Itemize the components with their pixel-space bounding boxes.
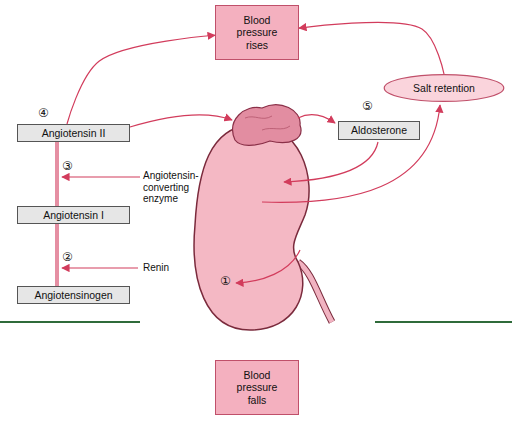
arrow xyxy=(62,176,140,177)
callout-number: ① xyxy=(220,275,240,289)
arrow xyxy=(236,250,300,283)
hormone-box: Angiotensin I xyxy=(17,206,130,224)
callout-number: ⑤ xyxy=(362,100,382,114)
adrenal-gland xyxy=(233,105,301,146)
node-text: Blood pressure rises xyxy=(231,14,283,50)
pathway-bar xyxy=(55,142,59,206)
ureter xyxy=(298,262,332,322)
trigger-box: Blood pressure falls xyxy=(215,360,299,415)
pathway-bar xyxy=(55,224,59,286)
node-text: Blood pressure falls xyxy=(231,369,283,405)
arrow-connector xyxy=(299,22,444,74)
rule-line xyxy=(0,321,140,323)
arrow xyxy=(130,115,232,127)
node-text: Angiotensin II xyxy=(42,127,106,139)
hormone-box: Angiotensinogen xyxy=(17,286,130,304)
node-text: Angiotensin I xyxy=(43,209,104,221)
node-text: Aldosterone xyxy=(351,124,407,136)
kidney xyxy=(194,125,309,330)
enzyme-label: Angiotensin-converting enzyme xyxy=(143,170,215,205)
callout-number: ④ xyxy=(38,107,58,121)
outcome-box: Blood pressure rises xyxy=(215,5,299,60)
ureter xyxy=(298,262,332,322)
adrenal-texture xyxy=(245,116,290,130)
hormone-box: Aldosterone xyxy=(338,121,420,140)
arrow xyxy=(62,267,138,268)
effect-ellipse: Salt retention xyxy=(383,74,505,102)
arrow xyxy=(298,115,335,123)
callout-number: ③ xyxy=(62,160,82,174)
arrow xyxy=(284,142,378,182)
hormone-box: Angiotensin II xyxy=(17,124,130,142)
arrow xyxy=(262,105,440,202)
arrow-connector xyxy=(67,35,215,124)
node-text: Salt retention xyxy=(413,82,475,94)
callout-number: ② xyxy=(62,251,82,265)
enzyme-label: Renin xyxy=(143,262,203,274)
ellipse-shape xyxy=(384,75,504,102)
node-text: Angiotensinogen xyxy=(34,289,112,301)
rule-line xyxy=(375,321,512,323)
